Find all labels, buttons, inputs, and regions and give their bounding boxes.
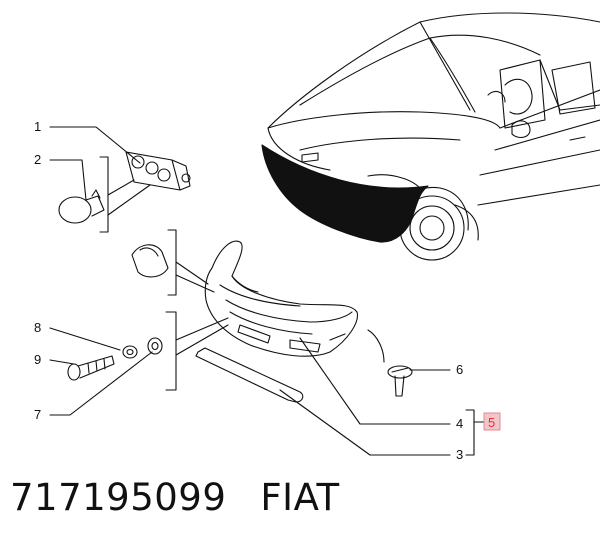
tow-hook-cap	[131, 244, 169, 278]
front-bumper	[204, 240, 358, 357]
part-number: 717195099	[10, 476, 227, 519]
callout-6: 6	[456, 362, 463, 377]
car-bumper-highlight	[261, 144, 429, 243]
bracket-part	[125, 151, 191, 191]
callout-3: 3	[456, 447, 463, 462]
callout-1: 1	[34, 119, 41, 134]
car-illustration	[267, 12, 600, 261]
callout-2: 2	[34, 152, 41, 167]
washer-part	[122, 345, 138, 359]
callout-5-box	[483, 412, 501, 431]
clip-part	[58, 189, 105, 224]
parts-diagram: 1 2 3 4 5 6 7 8 9	[34, 12, 600, 462]
part-caption: 717195099 FIAT	[10, 476, 340, 519]
screw-part	[67, 355, 115, 381]
callout-5: 5	[488, 415, 495, 430]
callout-8: 8	[34, 320, 41, 335]
brand-name: FIAT	[260, 476, 340, 519]
callout-9: 9	[34, 352, 41, 367]
callout-7: 7	[34, 407, 41, 422]
molding-strip	[195, 347, 304, 403]
callout-4: 4	[456, 416, 463, 431]
leader-lines	[49, 126, 485, 456]
grommet-part	[147, 337, 163, 355]
push-clip-part	[387, 365, 413, 397]
